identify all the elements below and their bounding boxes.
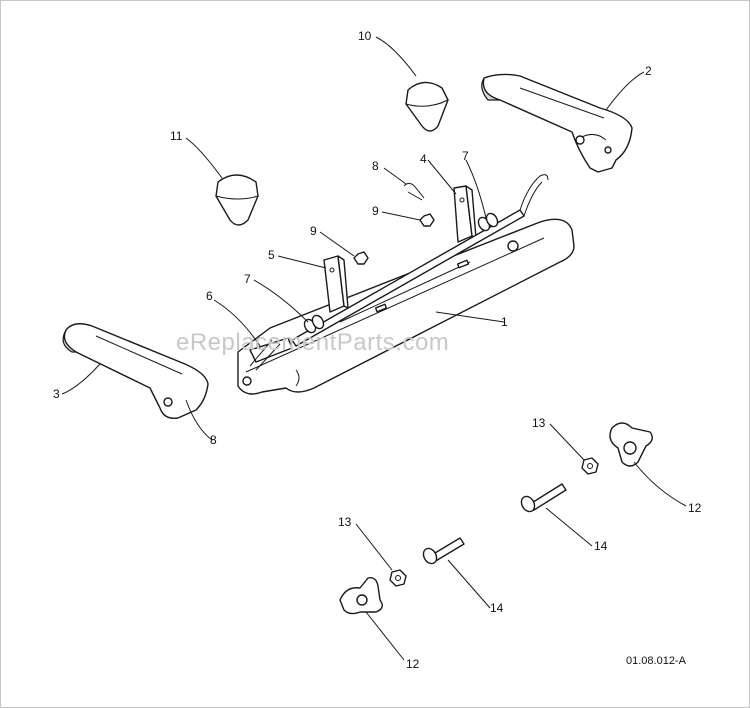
callout-4: 4 bbox=[420, 152, 427, 166]
callout-7-top: 7 bbox=[462, 149, 469, 163]
part-14-carriage-bolts bbox=[422, 483, 567, 565]
part-3-grip-handle bbox=[62, 323, 209, 419]
part-11-knob bbox=[215, 174, 259, 226]
part-1-bracket-plate bbox=[237, 218, 575, 395]
callout-13-right: 13 bbox=[532, 416, 546, 430]
part-7-spacers bbox=[303, 212, 499, 334]
part-4-lever bbox=[453, 185, 477, 243]
shaft-rod bbox=[291, 174, 549, 347]
callout-6: 6 bbox=[206, 289, 213, 303]
part-10-knob bbox=[405, 81, 449, 132]
callout-11: 11 bbox=[170, 129, 183, 143]
part-2-grip-handle bbox=[481, 73, 633, 173]
part-12-star-knobs bbox=[339, 422, 653, 615]
callout-5: 5 bbox=[268, 248, 275, 262]
part-5-lever bbox=[323, 255, 349, 313]
watermark-text: eReplacementParts.com bbox=[176, 329, 449, 356]
part-6-linkage bbox=[249, 337, 293, 371]
figure-code: 01.08.012-A bbox=[626, 655, 687, 667]
callout-2: 2 bbox=[645, 64, 652, 78]
callout-12-right: 12 bbox=[688, 501, 702, 515]
callout-13-left: 13 bbox=[338, 515, 352, 529]
callout-3: 3 bbox=[53, 387, 60, 401]
callout-10: 10 bbox=[358, 29, 372, 43]
callout-14-right: 14 bbox=[594, 539, 608, 553]
part-9-nuts bbox=[353, 213, 435, 265]
part-13-nuts bbox=[389, 457, 599, 587]
callout-12-bottom: 12 bbox=[406, 657, 420, 671]
callout-1: 1 bbox=[501, 315, 508, 329]
callout-9-left: 9 bbox=[310, 224, 317, 238]
callout-14-bottom: 14 bbox=[490, 601, 504, 615]
callout-8-top: 8 bbox=[372, 159, 379, 173]
callout-9-top: 9 bbox=[372, 204, 379, 218]
callout-7-left: 7 bbox=[244, 272, 251, 286]
callout-8-left: 8 bbox=[210, 433, 217, 447]
leader-lines bbox=[61, 36, 687, 661]
